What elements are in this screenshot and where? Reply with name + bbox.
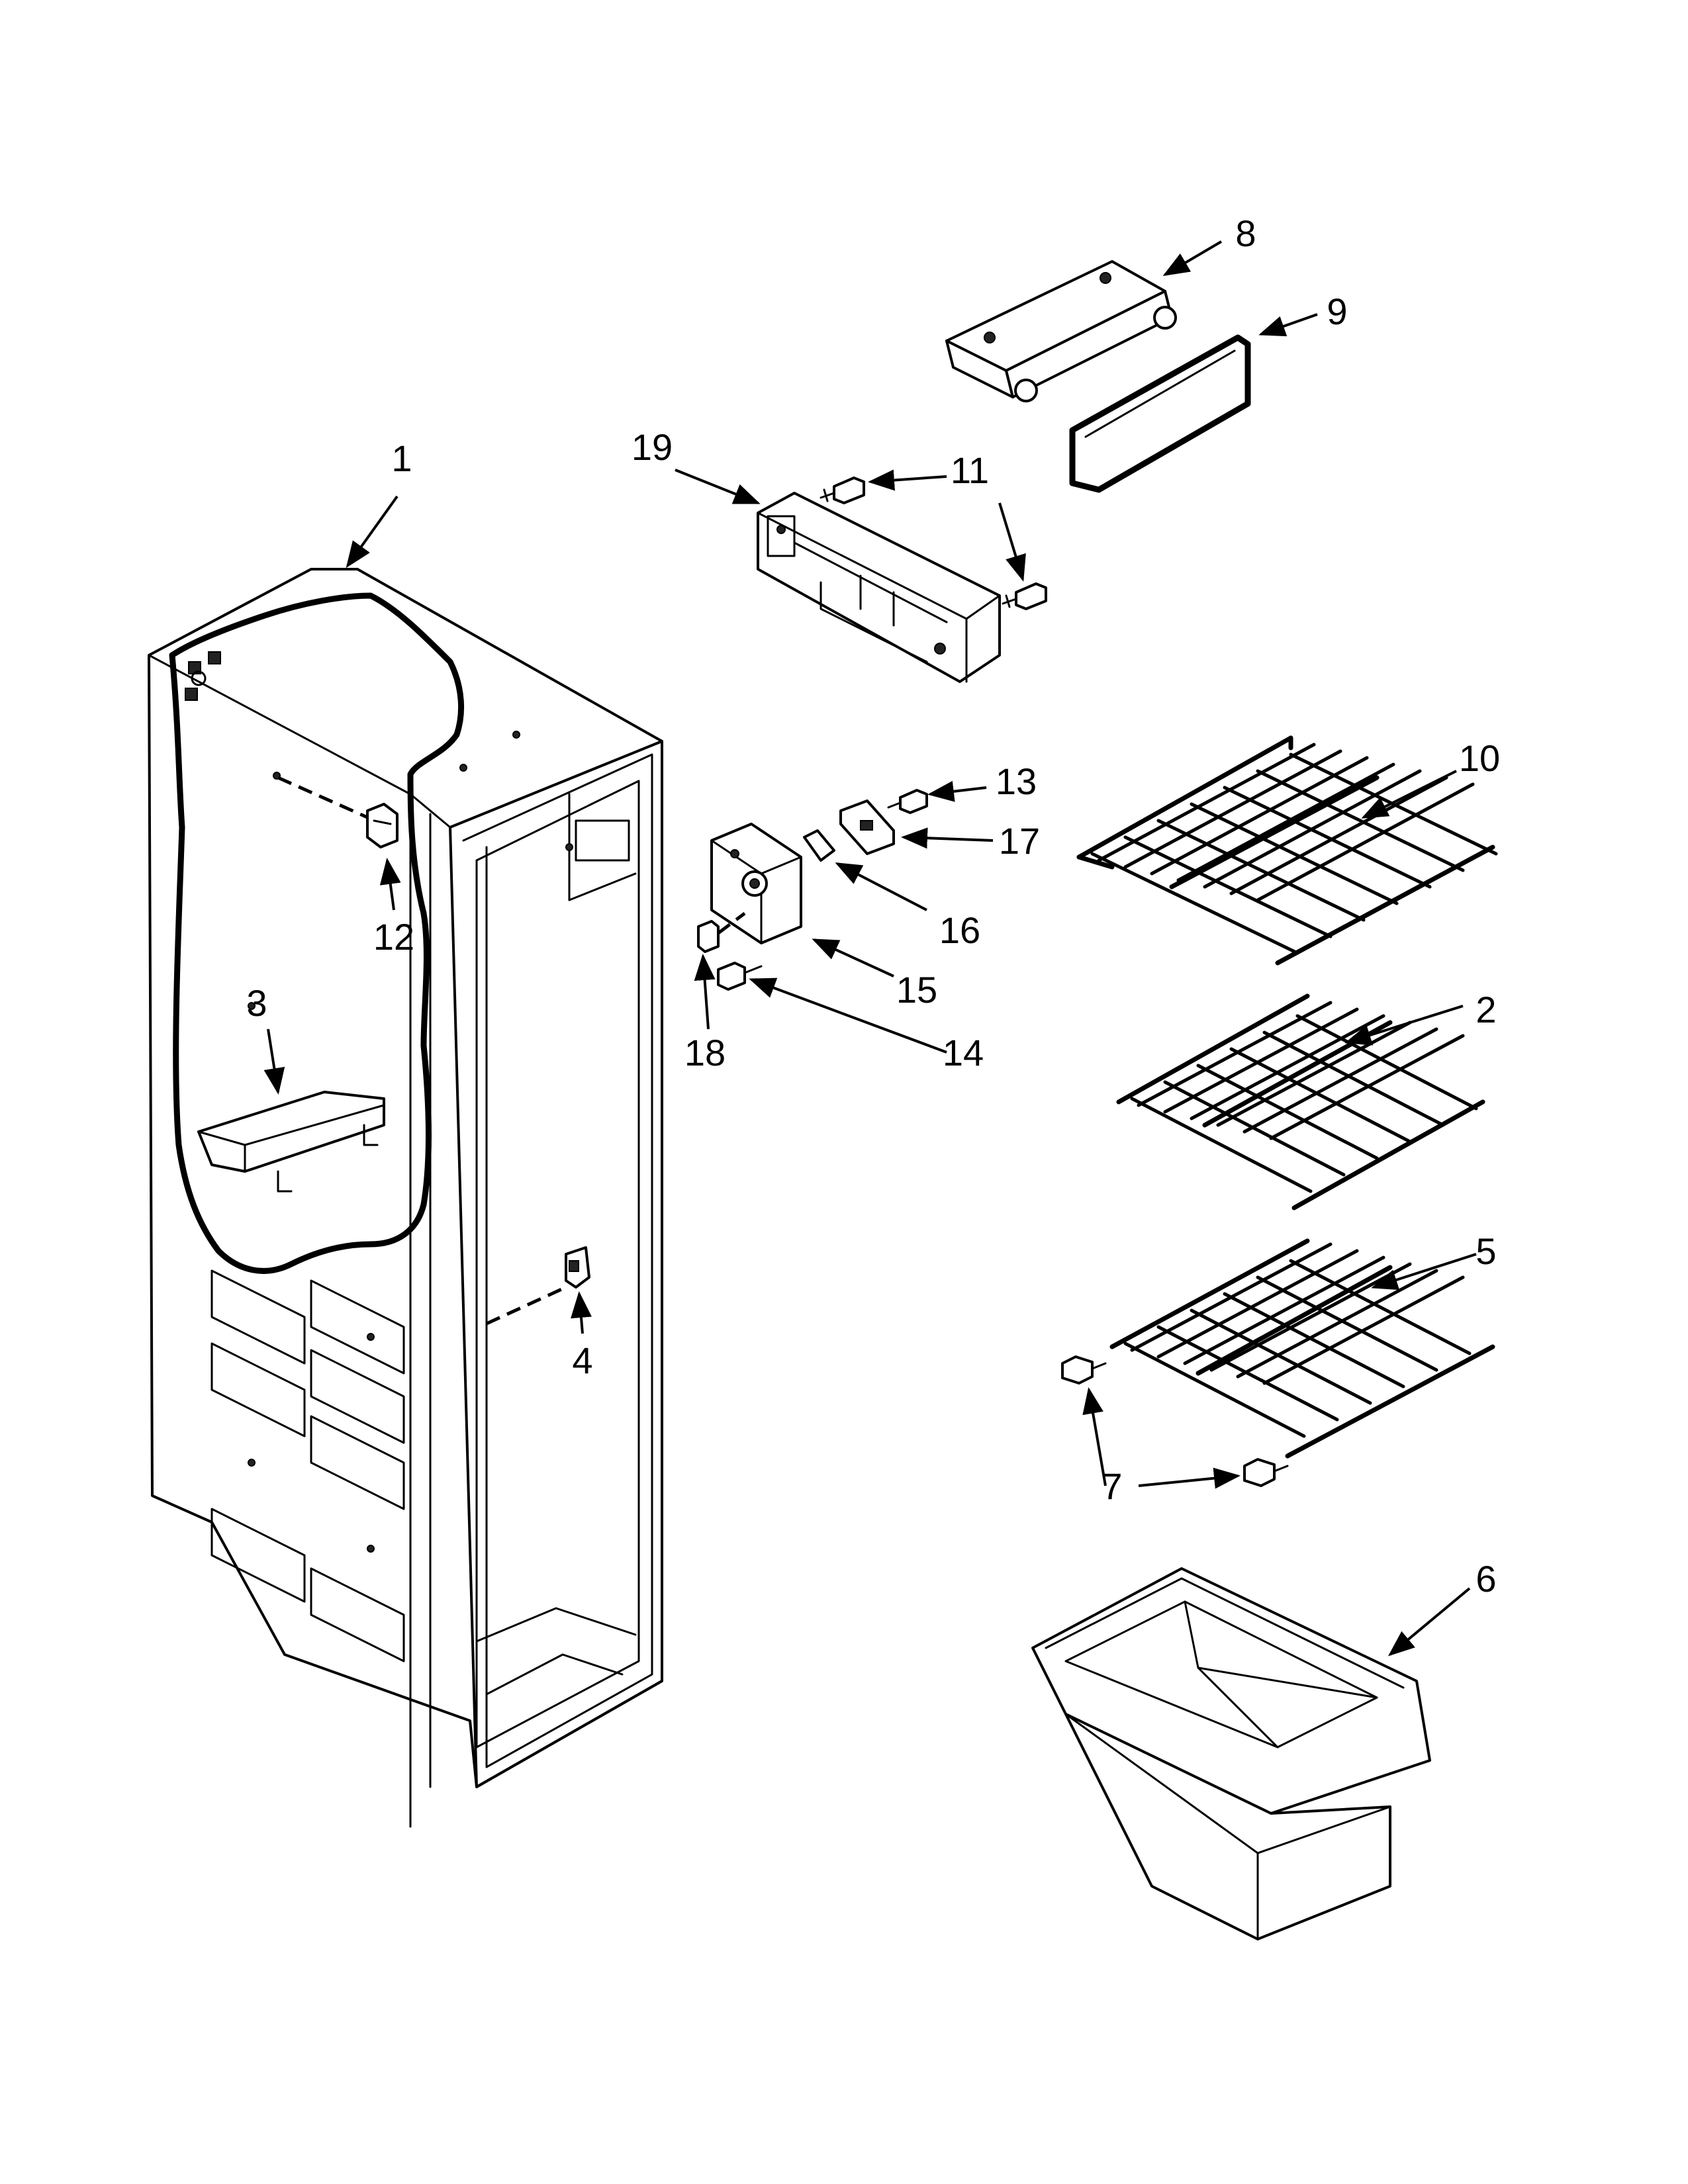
part-10-shelf [1076, 735, 1498, 966]
part-15-housing [710, 823, 802, 944]
callout-2: 2 [1476, 989, 1496, 1030]
callout-9: 9 [1327, 291, 1347, 332]
part-2-shelf [1116, 993, 1485, 1210]
callout-17: 17 [999, 820, 1040, 862]
callout-4: 4 [572, 1340, 592, 1381]
part-9-panel [1069, 334, 1251, 493]
part-1-liner [148, 568, 663, 1828]
callout-12: 12 [373, 916, 414, 958]
part-16-plate [803, 829, 835, 862]
part-19-bracket [757, 492, 1001, 683]
part-11-screws [820, 477, 1047, 610]
callout-7: 7 [1102, 1465, 1122, 1507]
callout-15: 15 [896, 969, 937, 1011]
part-7-supports [1061, 1355, 1289, 1487]
callout-3: 3 [246, 982, 267, 1024]
part-4-clip [485, 1246, 590, 1326]
callout-13: 13 [996, 760, 1037, 802]
callout-10: 10 [1459, 737, 1500, 779]
part-12-clip [273, 772, 399, 848]
leader-lines [263, 240, 1477, 1657]
callout-18: 18 [684, 1032, 726, 1073]
callout-11: 11 [951, 449, 989, 491]
part-17-switch [839, 799, 895, 855]
callout-1: 1 [391, 437, 412, 479]
part-18-knob [697, 912, 746, 953]
callout-5: 5 [1476, 1230, 1496, 1272]
callout-labels: 1 2 3 4 5 6 7 8 9 10 11 12 13 14 15 16 1… [246, 212, 1500, 1600]
part-13-screw [887, 789, 928, 814]
part-5-shelf [1109, 1238, 1495, 1459]
callout-6: 6 [1476, 1558, 1496, 1600]
callout-14: 14 [943, 1032, 984, 1073]
part-3-cover [197, 1091, 385, 1193]
part-8-hinge [945, 260, 1177, 402]
callout-16: 16 [939, 909, 980, 951]
callout-8: 8 [1235, 212, 1256, 254]
part-14-screw [717, 962, 763, 991]
callout-19: 19 [632, 426, 673, 468]
part-6-bin [1031, 1567, 1431, 1940]
